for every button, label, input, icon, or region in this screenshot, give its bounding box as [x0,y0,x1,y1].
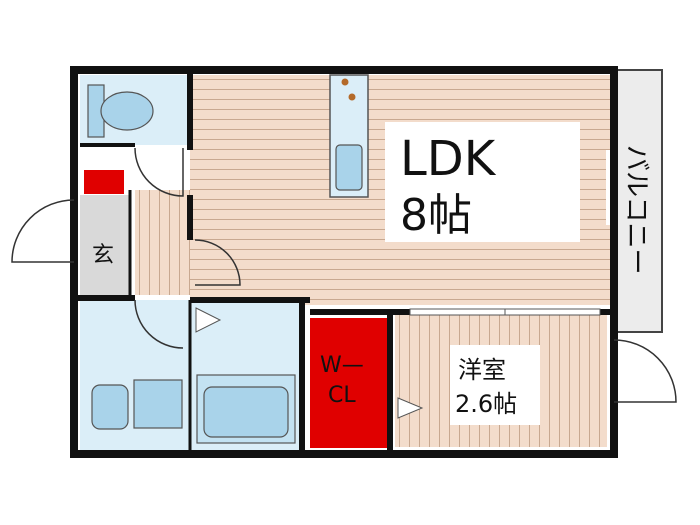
sink-icon [91,379,183,430]
wcl-label-line2: CL [328,383,356,408]
door-marker [397,397,424,419]
ldk-name: LDK [400,131,497,187]
kitchen-sink-icon [335,144,363,191]
western-name: 洋室 [458,356,506,384]
wcl-label-line1: W— [320,353,364,378]
western-label-box [450,345,540,425]
stove-icon [341,78,349,86]
stove-icon [348,93,356,101]
entrance-label: 玄 [92,243,114,268]
balcony-label: バルコニー [621,145,651,274]
ldk-size: 8帖 [400,190,472,241]
sliding-door [409,308,601,316]
shoe-box-icon [84,170,124,194]
western-size: 2.6帖 [455,390,517,418]
ldk-label-box [385,122,580,242]
balcony [611,69,663,333]
hallway-floor [135,190,190,295]
walk-in-closet [310,318,390,448]
entrance-floor [80,195,130,295]
toilet-icon [87,84,154,138]
kitchen-counter [329,74,369,198]
door-swing-icon [11,147,677,403]
door-marker [195,307,222,333]
bathtub-icon [196,374,296,444]
